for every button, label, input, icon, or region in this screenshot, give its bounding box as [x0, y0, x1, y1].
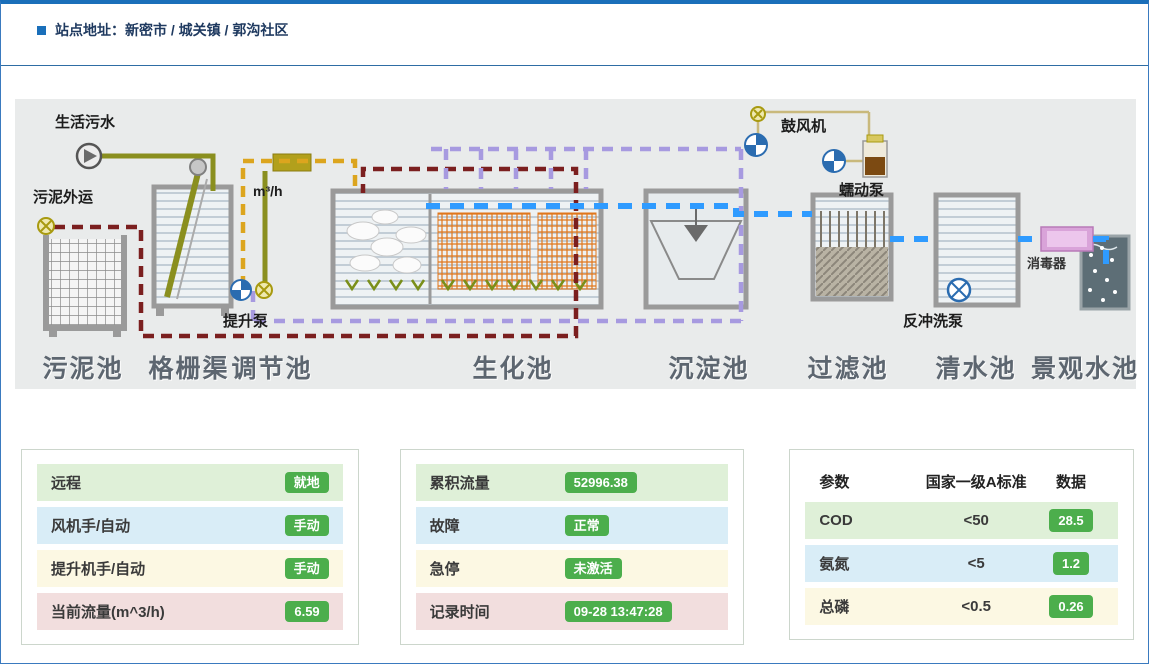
peristaltic-pump-icon [862, 134, 888, 178]
row-label: 故障 [429, 518, 460, 535]
sludge-tank [43, 235, 127, 337]
backwash-pump-label: 反冲洗泵 [903, 313, 964, 330]
param-standard: <0.5 [961, 598, 991, 615]
header: 站点地址：新密市 / 城关镇 / 郭沟社区 [1, 4, 1148, 66]
lift-valve-icon [255, 281, 273, 299]
param-name: COD [819, 512, 853, 529]
disinfector-label: 消毒器 [1027, 256, 1067, 271]
param-standard: <50 [963, 512, 989, 529]
sludge-out-label: 污泥外运 [33, 189, 94, 206]
bar-screen-rake [164, 172, 201, 298]
grid-channel-tank [151, 158, 234, 316]
ammonia-row: 氨氮 <5 1.2 [805, 545, 1119, 582]
record-time-row: 记录时间 09-28 13:47:28 [415, 593, 729, 630]
quality-header-row: 参数 国家一级A标准 数据 [805, 464, 1118, 498]
current-flow-badge: 6.59 [285, 601, 329, 622]
current-flow-row: 当前流量(m^3/h) 6.59 [37, 593, 343, 630]
fault-status-badge: 正常 [564, 515, 609, 536]
sedimentation-tank [643, 188, 749, 310]
diffuser-row [344, 279, 588, 292]
peristaltic-pump-label: 蠕动泵 [839, 182, 885, 199]
param-name: 总磷 [819, 599, 850, 616]
disinfector-unit [1040, 226, 1094, 252]
row-label: 当前流量(m^3/h) [51, 604, 165, 621]
biochemical-tank [330, 188, 604, 310]
dosing-line [756, 110, 871, 163]
rake-motor-icon [189, 158, 207, 176]
control-panel: 远程 就地 风机手/自动 手动 提升机手/自动 手动 当前流量(m^3/h) 6… [21, 449, 359, 645]
process-diagram-canvas [37, 106, 1131, 339]
fan-mode-row: 风机手/自动 手动 [37, 507, 343, 544]
row-label: 远程 [51, 475, 82, 492]
aeration-bubbles [346, 209, 427, 274]
fault-row: 故障 正常 [415, 507, 729, 544]
tank-label-clean-water: 清水池 [935, 355, 1017, 383]
lift-mode-badge[interactable]: 手动 [284, 558, 329, 579]
blower-valve-icon [750, 106, 766, 122]
landscape-pool-tank [1079, 234, 1131, 311]
site-address: 站点地址：新密市 / 城关镇 / 郭沟社区 [55, 22, 289, 38]
row-label: 急停 [429, 561, 460, 578]
standard-header: 国家一级A标准 [925, 473, 1027, 491]
status-panel: 累积流量 52996.38 故障 正常 急停 未激活 记录时间 09-28 13… [399, 449, 745, 645]
total-flow-row: 累积流量 52996.38 [415, 464, 729, 501]
biofilm-carrier-module [537, 212, 597, 290]
sewage-pump-icon [75, 142, 103, 170]
estop-row: 急停 未激活 [415, 550, 729, 587]
cod-value-badge: 28.5 [1049, 509, 1093, 532]
data-header: 数据 [1056, 473, 1087, 491]
param-header: 参数 [819, 473, 850, 491]
process-diagram: 生活污水 污泥外运 m³/h 提升泵 鼓风机 蠕动泵 反冲洗泵 消毒器 污泥池 … [15, 99, 1140, 389]
sludge-valve-icon [37, 217, 55, 235]
blower-label: 鼓风机 [781, 118, 827, 135]
blower-fan-icon [744, 133, 768, 157]
site-bullet-icon [37, 26, 46, 35]
tank-label-filter: 过滤池 [807, 355, 889, 383]
lift-pump-label: 提升泵 [223, 313, 269, 330]
param-name: 氨氮 [819, 556, 850, 573]
tank-label-sludge: 污泥池 [42, 355, 124, 383]
remote-mode-row: 远程 就地 [37, 464, 343, 501]
lift-mode-row: 提升机手/自动 手动 [37, 550, 343, 587]
tank-label-landscape-pool: 景观水池 [1030, 355, 1140, 383]
lift-feed-pipe [240, 158, 358, 287]
sewage-inlet-pipe [101, 153, 216, 191]
main-water-pipe [426, 203, 1109, 269]
tank-label-equalization: 调节池 [231, 355, 313, 383]
backwash-pump-icon [946, 277, 972, 303]
row-label: 记录时间 [429, 604, 490, 621]
info-panels: 远程 就地 风机手/自动 手动 提升机手/自动 手动 当前流量(m^3/h) 6… [1, 449, 1148, 645]
lift-pump-icon [230, 279, 252, 301]
total-flow-badge: 52996.38 [564, 472, 637, 493]
tank-label-biochemical: 生化池 [472, 355, 554, 383]
phosphorus-row: 总磷 <0.5 0.26 [805, 588, 1119, 625]
cod-row: COD <50 28.5 [805, 502, 1119, 539]
flow-meter-icon [272, 153, 312, 172]
param-standard: <5 [967, 555, 985, 572]
air-supply-pipe [250, 146, 744, 324]
ammonia-value-badge: 1.2 [1052, 552, 1090, 575]
filter-tank [810, 192, 894, 302]
record-time-badge: 09-28 13:47:28 [564, 601, 672, 622]
fan-mode-badge[interactable]: 手动 [284, 515, 329, 536]
remote-mode-badge[interactable]: 就地 [284, 472, 329, 493]
row-label: 风机手/自动 [51, 518, 131, 535]
quality-panel: 参数 国家一级A标准 数据 COD <50 28.5 氨氮 <5 1.2 总磷 … [789, 449, 1135, 640]
flow-unit-label: m³/h [253, 183, 283, 199]
tank-label-grid-channel: 格栅渠 [148, 355, 230, 383]
row-label: 提升机手/自动 [51, 561, 146, 578]
phosphorus-value-badge: 0.26 [1049, 595, 1093, 618]
row-label: 累积流量 [429, 475, 490, 492]
biofilm-carrier-module [437, 212, 531, 290]
estop-status-badge: 未激活 [564, 558, 622, 579]
equalization-tank-equipment [262, 153, 312, 287]
blower-fan-icon [822, 149, 846, 173]
tank-label-sedimentation: 沉淀池 [668, 355, 750, 383]
sewage-label: 生活污水 [55, 114, 116, 131]
sludge-return-pipe [54, 166, 579, 339]
